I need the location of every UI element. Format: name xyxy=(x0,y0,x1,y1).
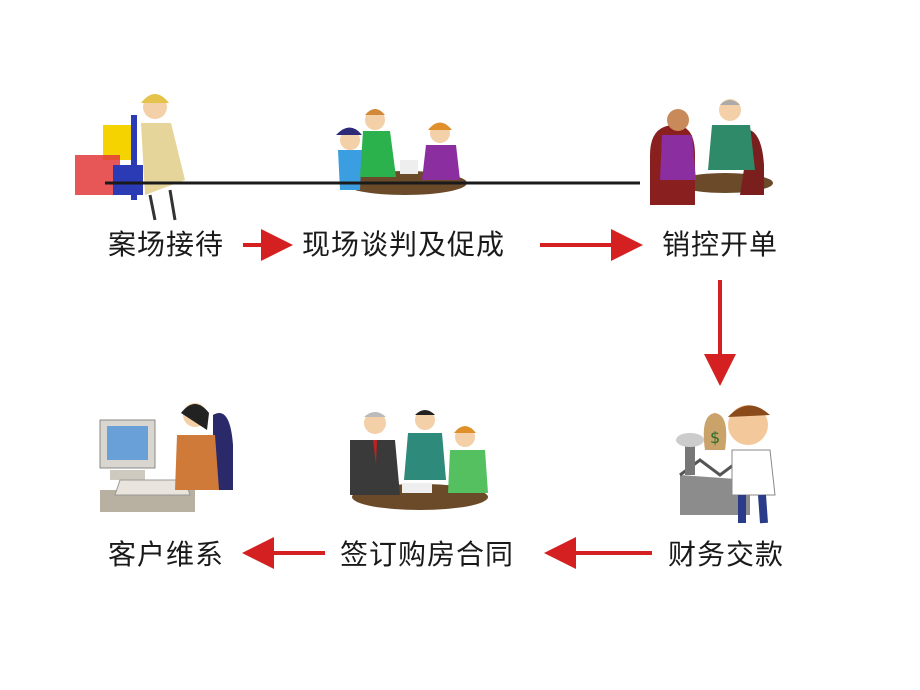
step-label-maintenance: 客户维系 xyxy=(108,538,225,571)
step-label-contract: 签订购房合同 xyxy=(340,538,515,571)
step-label-sales-order: 销控开单 xyxy=(662,228,779,261)
contract-signing-icon xyxy=(350,410,488,510)
svg-text:$: $ xyxy=(710,428,720,447)
sales-desk-icon xyxy=(650,99,773,205)
step-label-reception: 案场接待 xyxy=(108,228,225,261)
money-bag-person-icon: $ xyxy=(676,405,776,524)
step-label-payment: 财务交款 xyxy=(668,538,785,571)
step-label-negotiation: 现场谈判及促成 xyxy=(302,228,506,261)
computer-operator-icon xyxy=(99,403,233,512)
